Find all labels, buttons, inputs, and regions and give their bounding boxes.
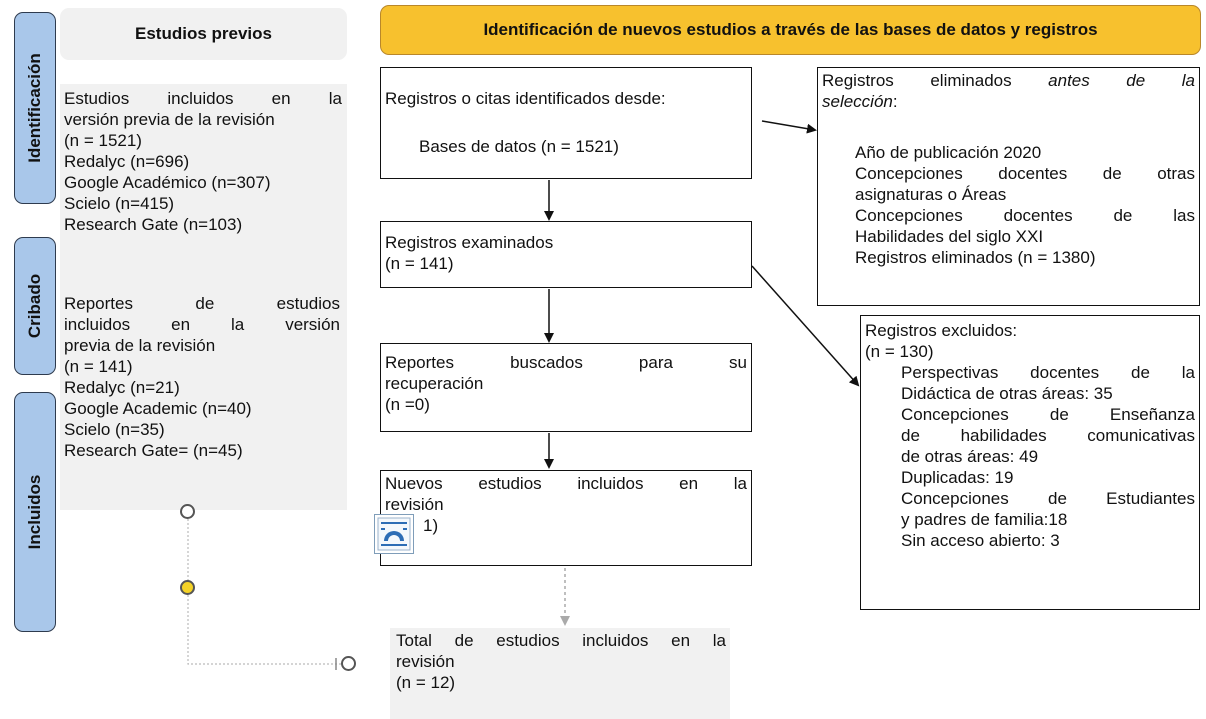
previous-block-1-line: Scielo (n=415) xyxy=(64,194,175,213)
records-removed-box: Registros eliminados antes de la selecci… xyxy=(817,67,1200,306)
records-removed-item: asignaturas o Áreas xyxy=(855,185,1007,204)
records-excluded-title: Registros excluidos: xyxy=(865,321,1018,340)
previous-block-2-line: incluidos en la versión xyxy=(64,315,340,334)
records-excluded-item: Sin acceso abierto: 3 xyxy=(901,531,1060,550)
records-excluded-item: Concepciones de Enseñanza xyxy=(901,405,1195,424)
previous-block-2-line: Reportes de estudios xyxy=(64,294,340,313)
previous-block-1: Estudios incluidos en la versión previa … xyxy=(64,88,342,235)
records-removed-title: Registros eliminados antes de la xyxy=(822,70,1195,91)
total-included-count: (n = 12) xyxy=(396,673,456,692)
previous-block-1-line: Research Gate (n=103) xyxy=(64,215,243,234)
records-identified-line: Registros o citas identificados desde: xyxy=(385,89,666,108)
records-removed-item: Habilidades del siglo XXI xyxy=(855,227,1044,246)
phase-identification-label: Identificación xyxy=(25,53,44,163)
previous-studies-panel xyxy=(60,84,347,510)
new-studies-header-text: Identificación de nuevos estudios a trav… xyxy=(483,20,1098,39)
records-removed-item: Concepciones docentes de las xyxy=(855,206,1195,225)
layout-options-icon[interactable] xyxy=(374,514,414,554)
previous-block-1-line: Redalyc (n=696) xyxy=(64,152,190,171)
layout-options-icon-graphic xyxy=(377,517,411,551)
records-removed-title-suffix: : xyxy=(892,92,898,111)
new-studies-header: Identificación de nuevos estudios a trav… xyxy=(380,5,1201,55)
new-studies-included-box: Nuevos estudios incluidos en la revisión… xyxy=(380,470,752,566)
records-identified-sources: Bases de datos (n = 1521) xyxy=(419,137,619,156)
previous-block-2: Reportes de estudios incluidos en la ver… xyxy=(64,293,340,461)
records-removed-title-italic2: selección xyxy=(822,92,893,111)
records-removed-title-italic: antes de la xyxy=(1048,71,1195,90)
phase-included-label: Incluidos xyxy=(25,474,44,550)
records-removed-item: Año de publicación 2020 xyxy=(855,143,1042,162)
records-excluded-item: Concepciones de Estudiantes xyxy=(901,489,1195,508)
connector-start-handle[interactable] xyxy=(180,504,195,519)
records-removed-title-text: Registros eliminados xyxy=(822,71,1012,90)
records-identified-box: Registros o citas identificados desde: B… xyxy=(380,67,752,179)
records-screened-box: Registros examinados (n = 141) xyxy=(380,221,752,288)
previous-block-2-line: Redalyc (n=21) xyxy=(64,378,180,397)
new-studies-included-line: revisión xyxy=(385,495,444,514)
arrow-identified-to-removed xyxy=(761,120,817,134)
previous-block-2-line: Research Gate= (n=45) xyxy=(64,441,243,460)
phase-screening: Cribado xyxy=(14,237,56,375)
records-excluded-box: Registros excluidos: (n = 130) Perspecti… xyxy=(860,315,1200,610)
previous-block-2-line: previa de la revisión xyxy=(64,336,216,355)
connector-adjust-handle[interactable] xyxy=(180,580,195,595)
phase-identification: Identificación xyxy=(14,12,56,204)
records-removed-item: Registros eliminados (n = 1380) xyxy=(855,248,1096,267)
records-excluded-item: de habilidades comunicativas xyxy=(901,426,1195,445)
total-included-line: Total de estudios incluidos en la xyxy=(396,631,726,650)
records-removed-items: Año de publicación 2020 Concepciones doc… xyxy=(822,142,1195,268)
reports-sought-count: (n =0) xyxy=(385,395,430,414)
records-removed-item: Concepciones docentes de otras xyxy=(855,164,1195,183)
records-excluded-items: Perspectivas docentes de la Didáctica de… xyxy=(865,362,1195,551)
records-removed-title-line2: selección: xyxy=(822,91,1195,112)
previous-block-2-line: Scielo (n=35) xyxy=(64,420,165,439)
records-excluded-item: Didáctica de otras áreas: 35 xyxy=(901,384,1113,403)
new-studies-included-count: 1) xyxy=(423,516,439,535)
total-included-box: Total de estudios incluidos en la revisi… xyxy=(390,628,730,719)
records-excluded-item: y padres de familia:18 xyxy=(901,510,1068,529)
phase-included: Incluidos xyxy=(14,392,56,632)
records-excluded-item: Perspectivas docentes de la xyxy=(901,363,1195,382)
phase-screening-label: Cribado xyxy=(25,273,44,339)
previous-block-1-line: (n = 1521) xyxy=(64,131,142,150)
new-studies-included-line: Nuevos estudios incluidos en la xyxy=(385,474,747,493)
previous-studies-header-text: Estudios previos xyxy=(135,24,272,43)
records-excluded-count: (n = 130) xyxy=(865,342,934,361)
previous-block-2-line: Google Academic (n=40) xyxy=(64,399,252,418)
records-excluded-item: de otras áreas: 49 xyxy=(901,447,1039,466)
previous-block-1-line: Estudios incluidos en la xyxy=(64,89,342,108)
total-included-line: revisión xyxy=(396,652,455,671)
previous-block-1-line: Google Académico (n=307) xyxy=(64,173,271,192)
records-excluded-item: Duplicadas: 19 xyxy=(901,468,1014,487)
records-screened-line: Registros examinados xyxy=(385,233,554,252)
connector-previous-to-total xyxy=(187,519,342,665)
reports-sought-line: recuperación xyxy=(385,374,484,393)
connector-end-handle[interactable] xyxy=(341,656,356,671)
reports-sought-line: Reportes buscados para su xyxy=(385,353,747,372)
records-screened-count: (n = 141) xyxy=(385,254,454,273)
reports-sought-box: Reportes buscados para su recuperación (… xyxy=(380,343,752,432)
previous-block-1-line: versión previa de la revisión xyxy=(64,110,275,129)
previous-block-2-line: (n = 141) xyxy=(64,357,133,376)
previous-studies-header: Estudios previos xyxy=(60,8,347,60)
